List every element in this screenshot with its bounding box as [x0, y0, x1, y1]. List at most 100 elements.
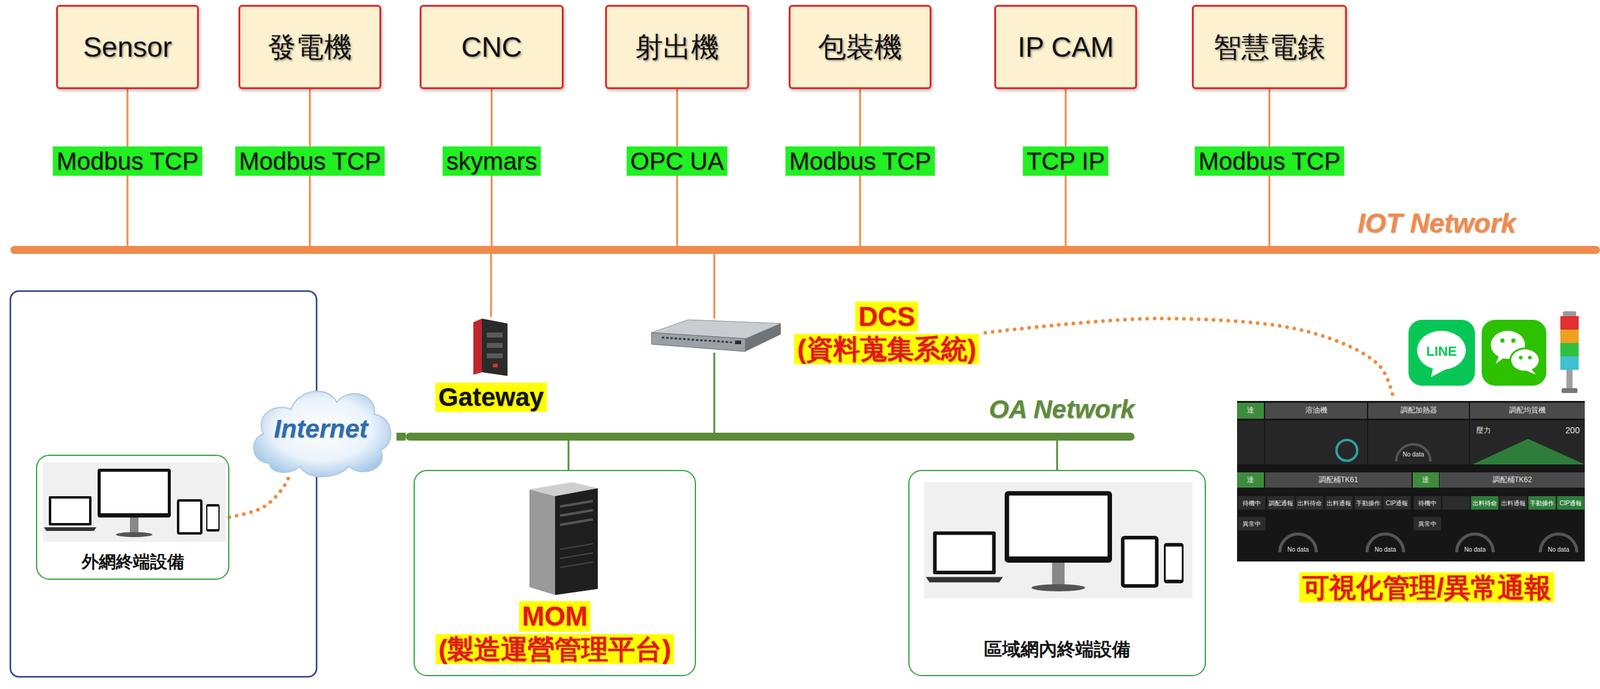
protocol-label: Modbus TCP [1194, 146, 1345, 176]
device-box: 發電機 [238, 4, 382, 90]
protocol-label: TCP IP [1022, 146, 1109, 176]
system-label: MOM [519, 600, 592, 631]
device-box: 包裝機 [788, 4, 932, 90]
gateway-port [486, 353, 503, 359]
network-link [1056, 440, 1059, 470]
dashboard-text: 壓力 [1476, 426, 1491, 435]
gauge-text: No data [1463, 545, 1486, 553]
wechat-tail [1495, 355, 1505, 364]
node-text-group: CNC [421, 6, 562, 88]
status-text: 異常中 [1242, 520, 1261, 528]
device-name: 智慧電錶 [1213, 31, 1326, 63]
stack-light-pole [1566, 369, 1573, 390]
gateway-led [492, 363, 498, 368]
dashboard-cell [1237, 472, 1264, 488]
stack-light-base [1561, 387, 1578, 393]
device-box: 射出機 [605, 4, 750, 90]
status-cell [1325, 495, 1353, 510]
node-text-group: OA Network [988, 394, 1135, 424]
status-cell [1354, 495, 1383, 510]
wechat-tail [1526, 368, 1536, 375]
protocol-label: Modbus TCP [235, 146, 385, 176]
gateway-front [481, 318, 508, 376]
network-link [713, 352, 716, 433]
status-cell [1296, 495, 1324, 510]
dashboard-text: 200 [1565, 425, 1580, 435]
mom-tower-server [529, 481, 598, 595]
cloud-label: Internet [273, 414, 368, 444]
tower-grille [559, 543, 593, 549]
tower-side [529, 489, 556, 595]
system-label: (製造運營管理平台) [435, 633, 675, 664]
network-link [490, 253, 493, 317]
lan-devices-illustration [924, 481, 1193, 599]
gauge-text: No data [1547, 545, 1569, 553]
stack-light-cap [1562, 311, 1577, 317]
gateway-side [473, 318, 482, 375]
device-name: 發電機 [267, 31, 352, 63]
node-text-group: 區域網內終端設備 [909, 470, 1205, 675]
device-box: IP CAM [994, 4, 1138, 90]
gateway-node: Gateway [471, 316, 511, 378]
terminal-label: 外網終端設備 [81, 551, 185, 573]
network-link [713, 253, 716, 319]
line-icon-tail [1431, 365, 1447, 377]
status-cell [1471, 495, 1499, 510]
status-cell [1383, 495, 1411, 510]
dashboard-text: 達 [1246, 475, 1255, 484]
dashboard-text: 調配桶TK61 [1318, 475, 1359, 484]
node-text-group: 發電機 [240, 6, 380, 88]
dashboard-node: 可視化管理/異常通報 [1237, 400, 1585, 562]
gateway-device [473, 318, 508, 376]
tower-bay [559, 519, 593, 525]
dashboard-cell [1237, 402, 1264, 419]
system-label: DCS [855, 301, 919, 332]
node-text-group: IP CAM [996, 6, 1136, 88]
protocol-label: Modbus TCP [53, 146, 203, 176]
node-text-group: IOT Network [1357, 208, 1516, 239]
area-chart [1472, 438, 1585, 465]
gauge-symbol [1366, 533, 1404, 553]
external-network-panel [10, 290, 317, 677]
device-name: 包裝機 [817, 31, 903, 63]
status-cell [1528, 495, 1557, 510]
status-text: 手動操作 [1356, 499, 1381, 507]
network-label: IOT Network [1357, 208, 1516, 239]
status-text: CIP通報 [1559, 499, 1583, 507]
status-cell [1238, 495, 1266, 510]
cloud-outline [253, 391, 392, 477]
dashboard-header [1439, 472, 1585, 488]
status-text: 調配通報 [1268, 499, 1294, 507]
stack-light-green [1560, 342, 1579, 357]
status-cell [1557, 495, 1585, 510]
stack-light-red [1560, 315, 1579, 330]
device-name: 射出機 [634, 31, 720, 63]
node-text-group: MOM(製造運營管理平台) [414, 470, 695, 675]
external-devices-illustration [42, 462, 226, 542]
network-link [396, 432, 406, 441]
platform-box: MOM(製造運營管理平台) [413, 469, 696, 676]
status-cell [1413, 495, 1442, 510]
status-cell [1267, 495, 1296, 510]
status-text: 出料通報 [1326, 499, 1352, 507]
gauge-symbol [1396, 444, 1431, 462]
dcs-server [651, 319, 781, 352]
tower-grille [559, 561, 593, 568]
tower-front [555, 487, 598, 595]
gateway-port [486, 332, 503, 338]
server-panel [735, 340, 742, 345]
status-text: 異常中 [1418, 520, 1437, 528]
status-text: 出料通報 [1501, 499, 1526, 507]
wechat-icon-ground [1481, 319, 1547, 386]
server-vents [661, 337, 732, 343]
node-text-group: DCS(資料蒐集系統) [794, 301, 980, 365]
device-box: CNC [419, 4, 564, 90]
dashboard-panel [1368, 420, 1469, 465]
node-text-group: Internet [245, 377, 397, 480]
internet-cloud: Internet [245, 377, 397, 480]
dashboard-header [1470, 402, 1585, 419]
stack-light-blue [1560, 356, 1579, 370]
dotted-link [985, 318, 1394, 399]
dashboard-ground [1237, 400, 1585, 562]
server-node: DCS(資料蒐集系統) [649, 318, 783, 353]
